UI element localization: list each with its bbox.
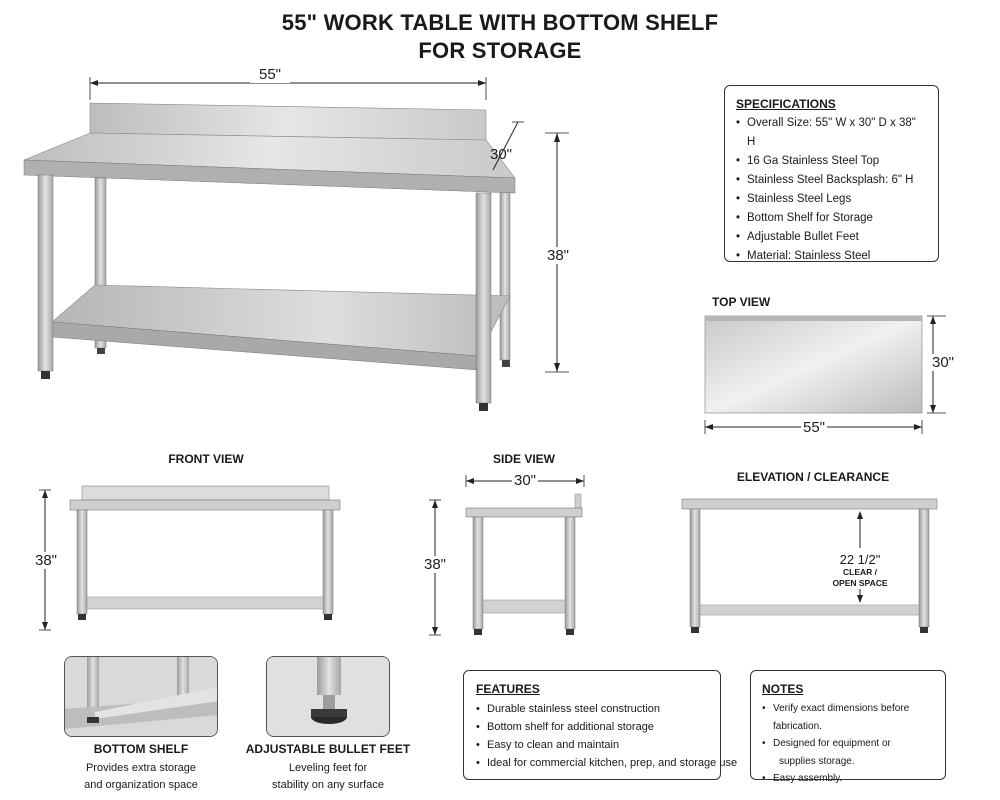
bullet-feet-caption-1: Leveling feet for: [288, 762, 368, 774]
specifications-box: SPECIFICATIONS Overall Size: 55" W x 30"…: [724, 85, 939, 266]
top-view-label: TOP VIEW: [712, 295, 771, 309]
bottom-shelf-caption-1: Provides extra storage: [85, 762, 197, 774]
front-view-drawing: [39, 485, 341, 631]
main-depth-dim: 30": [490, 146, 513, 163]
page-title: 55" WORK TABLE WITH BOTTOM SHELF: [281, 10, 719, 35]
clearance-callout: 22 1/2" CLEAR / OPEN SPACE: [820, 552, 900, 589]
elevation-drawing: [681, 498, 938, 633]
page-subtitle: FOR STORAGE: [418, 38, 582, 63]
front-right-leg: [475, 192, 492, 404]
spec-item: Stainless Steel Backsplash: 6" H: [736, 171, 927, 190]
spec-item: Adjustable Bullet Feet: [736, 228, 927, 247]
bottom-shelf-photo: [64, 656, 218, 737]
spec-item: Material: Stainless Steel: [736, 247, 927, 266]
notes-list: Verify exact dimensions before fabricati…: [762, 700, 934, 788]
specifications-heading: SPECIFICATIONS: [736, 97, 836, 111]
side-view-depth-dim: 30": [512, 472, 539, 489]
bullet-feet-caption: Leveling feet for stability on any surfa…: [245, 760, 411, 794]
feature-item: Ideal for commercial kitchen, prep, and …: [476, 754, 737, 772]
features-heading: FEATURES: [476, 682, 540, 696]
bullet-feet-caption-2: stability on any surface: [272, 779, 384, 791]
feature-item: Easy to clean and maintain: [476, 736, 708, 754]
top-view-width-dim: 55": [801, 419, 828, 436]
bullet-feet-photo: [266, 656, 390, 737]
side-view-label: SIDE VIEW: [492, 452, 555, 466]
spec-item: Bottom Shelf for Storage: [736, 209, 927, 228]
features-list: Durable stainless steel construction Bot…: [476, 700, 737, 772]
side-view-height-dim: 38": [424, 556, 447, 573]
feature-item: Bottom shelf for additional storage: [476, 718, 708, 736]
bottom-shelf-label: BOTTOM SHELF: [93, 742, 189, 756]
spec-item: Stainless Steel Legs: [736, 190, 927, 209]
bottom-shelf-caption-2: and organization space: [84, 779, 198, 791]
note-item-continued: supplies storage.: [779, 755, 855, 767]
main-height-dim: 38": [545, 247, 572, 264]
back-right-leg: [499, 184, 511, 361]
front-view-label: FRONT VIEW: [168, 452, 244, 466]
note-item: Easy assembly.: [762, 770, 934, 788]
clearance-text-2: OPEN SPACE: [832, 578, 888, 588]
bullet-feet-label: ADJUSTABLE BULLET FEET: [245, 742, 411, 756]
main-width-dim: 55": [250, 66, 290, 83]
main-table-illustration: [23, 77, 569, 411]
side-view-drawing: [429, 475, 585, 636]
note-item: Designed for equipment or: [762, 735, 934, 753]
front-left-leg: [37, 174, 54, 372]
notes-heading: NOTES: [762, 682, 804, 696]
clearance-text-1: CLEAR /: [843, 567, 877, 577]
feature-item: Durable stainless steel construction: [476, 700, 708, 718]
front-view-height-dim: 38": [35, 552, 58, 569]
elevation-label: ELEVATION / CLEARANCE: [736, 470, 890, 484]
top-view-drawing: [704, 315, 946, 434]
note-item: Verify exact dimensions before fabricati…: [762, 700, 934, 735]
specifications-list: Overall Size: 55" W x 30" D x 38" H 16 G…: [736, 114, 927, 266]
spec-item: 16 Ga Stainless Steel Top: [736, 152, 927, 171]
top-view-depth-dim: 30": [932, 354, 955, 371]
bullet-foot-detail-image: [267, 657, 389, 736]
notes-box: NOTES Verify exact dimensions before fab…: [750, 670, 946, 787]
spec-item: Overall Size: 55" W x 30" D x 38" H: [736, 114, 927, 152]
features-box: FEATURES Durable stainless steel constru…: [463, 670, 737, 780]
bottom-shelf-detail-image: [65, 657, 217, 736]
clearance-dim: 22 1/2": [839, 552, 881, 567]
bottom-shelf-caption: Provides extra storage and organization …: [54, 760, 228, 794]
